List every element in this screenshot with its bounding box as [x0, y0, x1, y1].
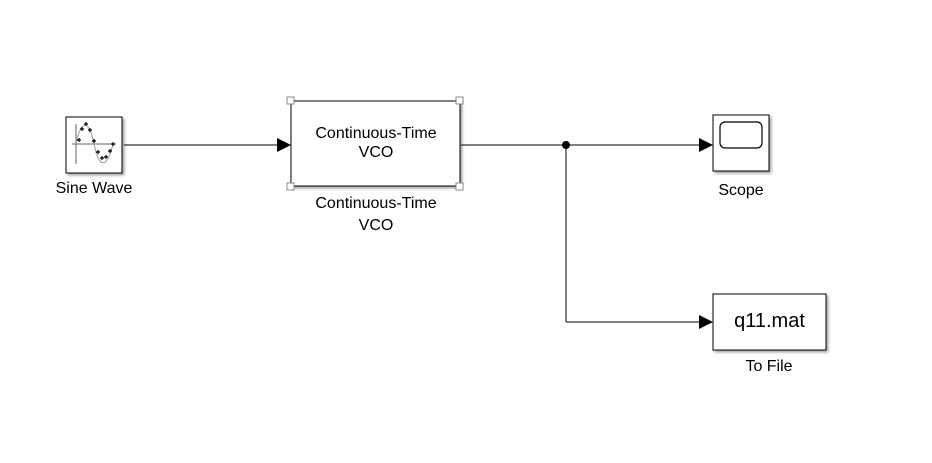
vco-block-text-line2: VCO	[358, 144, 394, 161]
vco-label-line1: Continuous-Time	[315, 195, 437, 212]
arrowhead	[699, 138, 713, 152]
signal-line-sine-to-vco[interactable]	[124, 138, 291, 152]
scope-screen-icon	[719, 121, 763, 149]
sine-wave-block[interactable]	[65, 116, 123, 174]
scope-block[interactable]	[712, 114, 770, 172]
arrowhead	[277, 138, 291, 152]
signal-branch-to-file[interactable]	[565, 145, 713, 329]
scope-label: Scope	[718, 182, 764, 199]
branch-point	[562, 141, 570, 149]
resize-handle-top-left[interactable]	[286, 96, 295, 105]
vco-block-text: Continuous-Time VCO	[291, 124, 461, 162]
resize-handle-top-right[interactable]	[455, 96, 464, 105]
arrowhead	[699, 315, 713, 329]
signal-line-vco-to-scope[interactable]	[461, 138, 713, 152]
to-file-block-text: q11.mat	[734, 310, 805, 332]
to-file-block[interactable]	[712, 293, 827, 351]
sine-wave-label: Sine Wave	[55, 180, 133, 197]
to-file-label: To File	[745, 358, 793, 375]
resize-handle-bottom-left[interactable]	[286, 182, 295, 191]
vco-block-text-line1: Continuous-Time	[315, 125, 437, 142]
vco-block[interactable]	[286, 96, 464, 191]
selection-handles[interactable]	[286, 96, 464, 191]
sine-wave-icon	[72, 122, 116, 164]
vco-label-line2: VCO	[358, 217, 394, 234]
vco-label: Continuous-Time VCO	[276, 193, 476, 237]
resize-handle-bottom-right[interactable]	[455, 182, 464, 191]
